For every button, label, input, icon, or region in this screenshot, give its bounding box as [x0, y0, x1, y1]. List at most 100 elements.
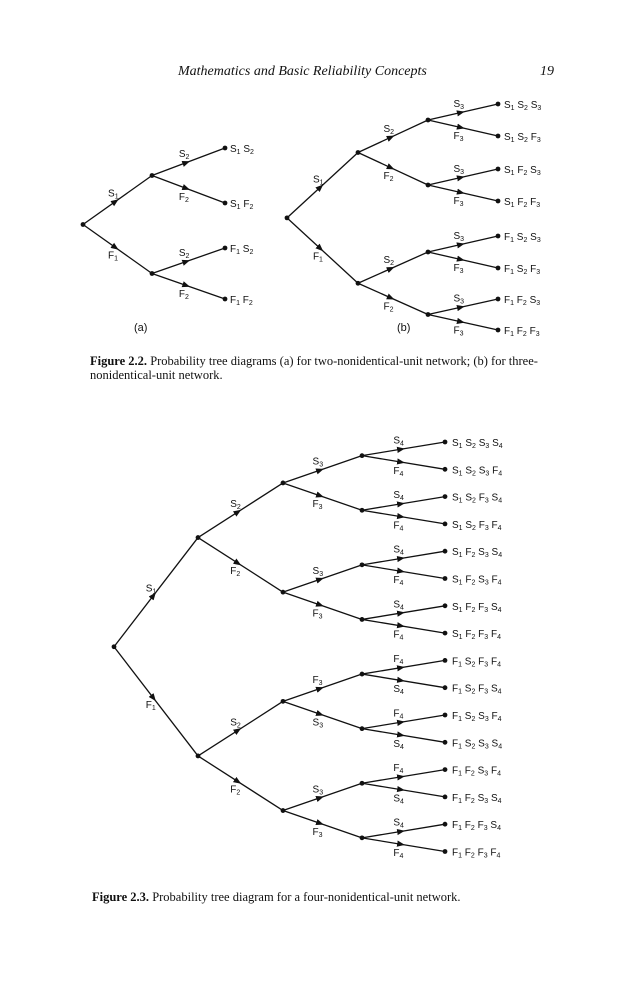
branch-label: S3	[313, 784, 324, 796]
outcome-label: F1 S2 S3	[504, 232, 541, 244]
branch-label: F4	[393, 520, 403, 532]
tree-node	[359, 671, 365, 677]
branch-label: F4	[393, 709, 403, 721]
tree-node	[442, 466, 448, 472]
branch-arrow	[232, 728, 242, 736]
branch-arrow	[110, 242, 119, 250]
branch-label: S4	[393, 793, 404, 805]
page-header: Mathematics and Basic Reliability Concep…	[0, 64, 621, 84]
tree-node	[425, 249, 431, 255]
tree-node	[355, 280, 361, 286]
branch-label: F3	[454, 196, 464, 208]
tree-branch	[361, 728, 446, 743]
branch-arrow	[181, 259, 190, 266]
branch-label: S4	[393, 739, 404, 751]
branch-arrow	[232, 558, 242, 566]
outcome-label: S1 F2 S3 F4	[452, 575, 502, 587]
tree-node	[442, 576, 448, 581]
branch-arrow	[232, 509, 242, 517]
outcome-label: S1 F2	[230, 199, 253, 211]
branch-arrow	[315, 577, 324, 584]
branch-label: F2	[384, 171, 394, 183]
branch-label: F3	[313, 675, 323, 687]
tree-node	[149, 173, 155, 178]
tree-node	[222, 296, 228, 302]
branch-label: F1	[146, 700, 156, 712]
tree-node	[280, 589, 286, 595]
outcome-label: F1 F2 F3 S4	[452, 820, 501, 832]
tree-node	[359, 726, 365, 732]
running-title: Mathematics and Basic Reliability Concep…	[178, 64, 427, 79]
outcome-label: F1 S2 S3 F4	[452, 711, 502, 723]
branch-label: S1	[108, 188, 119, 200]
tree-node	[442, 494, 448, 499]
tree-branch	[197, 755, 284, 812]
tree-branch	[113, 646, 199, 757]
outcome-label: F1 F2 S3 F4	[452, 766, 501, 778]
branch-label: S1	[146, 584, 157, 596]
tree-node	[442, 849, 448, 854]
tree-node	[359, 507, 365, 513]
branch-label: S3	[454, 99, 465, 111]
branch-label: S4	[393, 545, 404, 557]
branch-label: F4	[393, 575, 403, 587]
tree-node	[495, 198, 501, 204]
branch-label: F1	[313, 251, 323, 263]
outcome-label: S1 S2 F3 F4	[452, 520, 502, 532]
branch-arrow	[148, 693, 156, 702]
tree-node	[495, 265, 501, 271]
tree-node	[442, 685, 448, 691]
branch-label: S2	[230, 717, 241, 729]
branch-arrow	[315, 243, 324, 252]
tree-node	[284, 215, 290, 221]
tree-branch	[361, 618, 446, 634]
tree-node	[280, 480, 286, 486]
tree-node	[149, 271, 155, 276]
tree-branch	[282, 673, 363, 702]
outcome-label: F1 F2 F3	[504, 326, 540, 338]
outcome-label: S1 S2 S3	[504, 100, 541, 112]
tree-node	[495, 296, 501, 302]
branch-label: S2	[179, 248, 190, 260]
tree-branch	[82, 223, 153, 275]
branch-label: S4	[393, 818, 404, 830]
outcome-label: S1 S2 F3 S4	[452, 493, 502, 505]
branch-label: F3	[454, 325, 464, 337]
outcome-label: S1 F2 F3	[504, 197, 540, 209]
branch-label: F2	[384, 301, 394, 313]
tree-branch	[361, 714, 446, 730]
tree-branch	[361, 782, 446, 798]
tree-node	[495, 101, 501, 107]
tree-node	[222, 200, 228, 206]
tree-node	[359, 780, 365, 786]
tree-node	[442, 521, 448, 527]
branch-label: S3	[454, 164, 465, 176]
outcome-label: F1 F2 S3	[504, 295, 540, 307]
tree-node	[442, 658, 448, 663]
branch-arrow	[315, 796, 324, 802]
branch-arrow	[181, 161, 190, 167]
figure-2-2-caption: Figure 2.2. Probability tree diagrams (a…	[90, 354, 560, 382]
tree-node	[195, 535, 201, 540]
page-number: 19	[540, 64, 554, 79]
tree-node	[442, 794, 448, 800]
branch-label: S2	[179, 149, 190, 161]
tree-branch	[427, 119, 499, 137]
tree-branch	[282, 455, 363, 484]
branch-label: S1	[313, 174, 324, 186]
tree-node	[280, 698, 286, 704]
outcome-label: S1 F2 S3 S4	[452, 547, 502, 559]
tree-branch	[357, 251, 429, 284]
outcome-label: F1 S2 F3	[504, 264, 540, 276]
branch-label: F3	[454, 263, 464, 275]
tree-node	[442, 821, 448, 827]
tree-node	[222, 245, 228, 251]
tree-node	[442, 712, 448, 718]
tree-node	[442, 630, 448, 636]
branch-arrow	[315, 491, 324, 498]
tree-branch	[361, 659, 446, 675]
branch-label: S4	[393, 599, 404, 611]
branch-arrow	[315, 184, 324, 193]
